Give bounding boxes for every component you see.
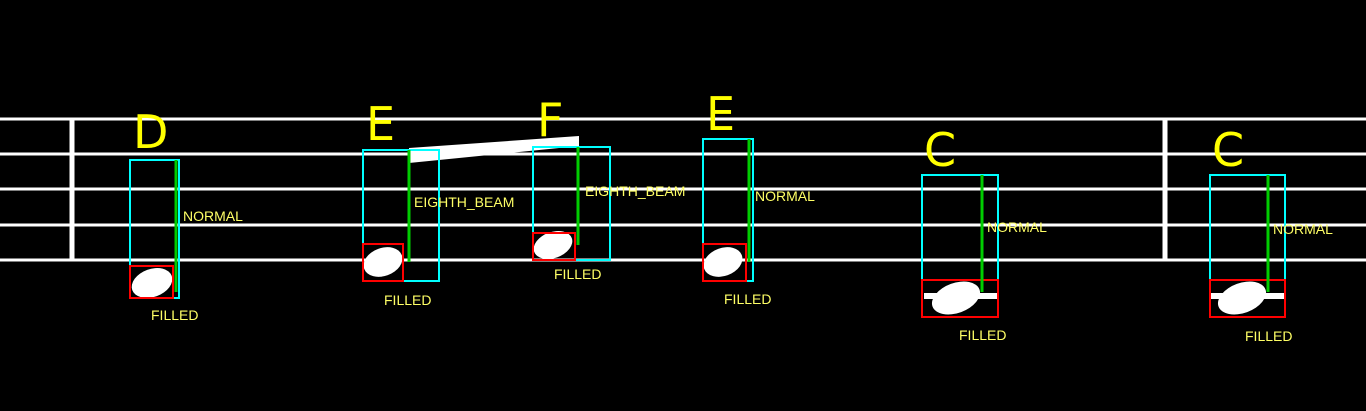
notehead-bbox [1209,279,1286,318]
notehead [363,247,403,277]
notehead-bbox [532,232,576,261]
note-4: E NORMAL FILLED [702,87,815,307]
head-type-label: FILLED [554,266,601,282]
note-3: F EIGHTH_BEAM FILLED [532,93,685,282]
note-6: C NORMAL FILLED [1209,123,1333,344]
pitch-label: E [366,97,395,151]
pitch-label: F [537,93,563,147]
head-type-label: FILLED [1245,328,1292,344]
head-type-label: FILLED [724,291,771,307]
notehead [1217,281,1267,315]
head-type-label: FILLED [384,292,431,308]
notehead [131,268,173,298]
pitch-label: C [1212,123,1244,177]
notehead [931,281,981,315]
notehead-bbox [702,243,747,282]
pitch-label: C [924,123,956,177]
stem-type-label: NORMAL [987,219,1047,235]
notehead [533,230,573,260]
note-1: D NORMAL FILLED [129,105,243,323]
notehead-bbox [362,243,404,282]
pitch-label: D [133,105,168,159]
stem-type-label: EIGHTH_BEAM [585,183,685,199]
notehead-bbox [129,265,174,299]
stem-type-label: NORMAL [755,188,815,204]
stem-type-label: EIGHTH_BEAM [414,194,514,210]
note-5: C NORMAL FILLED [921,123,1047,343]
head-type-label: FILLED [959,327,1006,343]
pitch-label: E [706,87,735,141]
note-2: E EIGHTH_BEAM FILLED [362,97,514,308]
head-type-label: FILLED [151,307,198,323]
eighth-beam [409,136,579,163]
notehead-bbox [921,279,999,318]
stem-type-label: NORMAL [1273,221,1333,237]
notehead [703,247,743,277]
stem-type-label: NORMAL [183,208,243,224]
staff [0,117,1366,262]
